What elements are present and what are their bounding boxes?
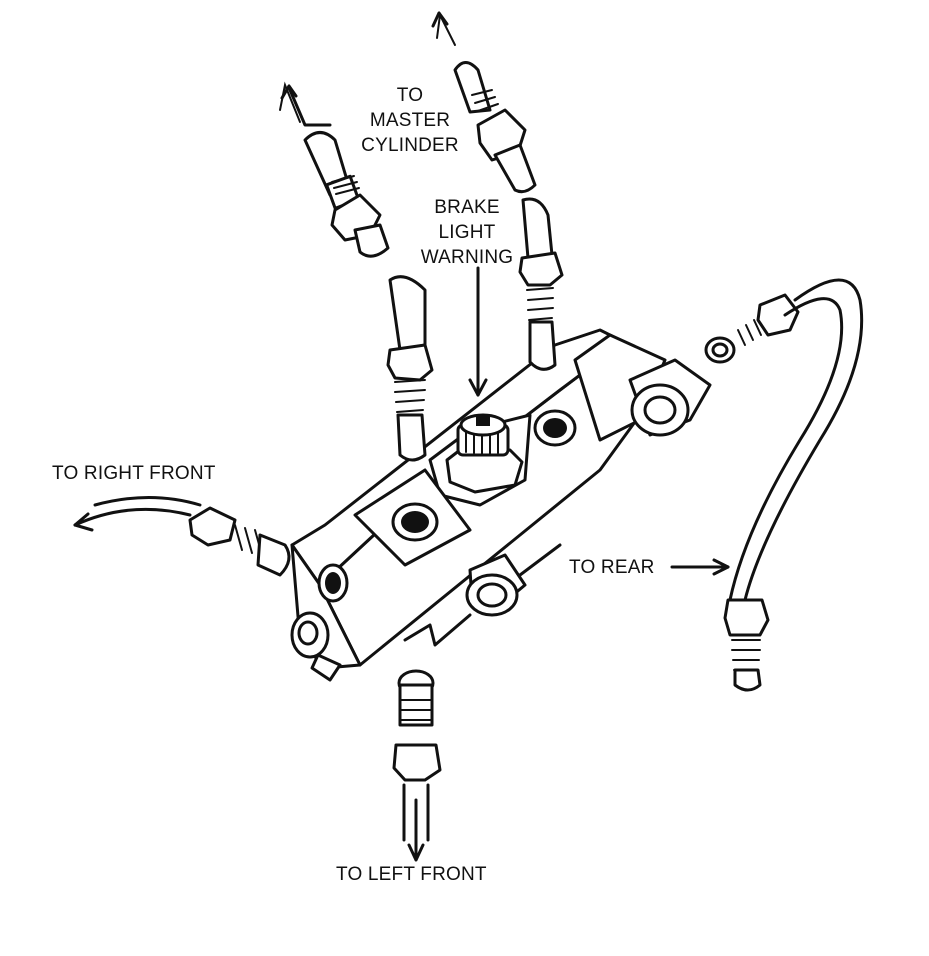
rear-port-boss [628,358,712,437]
rear-arrow [670,558,730,576]
end-plug [290,611,342,682]
label-master-cylinder-line3: CYLINDER [361,135,459,156]
label-right-front: TO RIGHT FRONT [52,463,216,484]
warning-switch [445,413,524,494]
label-brake-light-warning: BRAKE LIGHT WARNING [407,195,527,270]
label-brake-line3: WARNING [420,247,514,268]
label-rear: TO REAR [569,557,655,578]
label-brake-line2: LIGHT [438,222,496,243]
upper-right-line [518,197,564,371]
port-holes [317,409,577,603]
label-master-cylinder-line2: MASTER [369,110,451,131]
label-master-cylinder-line1: TO [396,85,424,106]
master-cylinder-arrows [280,11,449,100]
upper-left-line [386,275,434,462]
label-brake-line1: BRAKE [434,197,500,218]
label-master-cylinder: TO MASTER CYLINDER [355,83,465,158]
side-port-boss [465,553,527,617]
warning-arrow [468,266,488,397]
master-cylinder-line-left [279,81,390,258]
master-cylinder-line-right [436,11,537,194]
rear-line [704,278,864,692]
label-left-front: TO LEFT FRONT [336,864,487,885]
left-front-line [392,669,442,862]
right-front-line [73,496,291,577]
